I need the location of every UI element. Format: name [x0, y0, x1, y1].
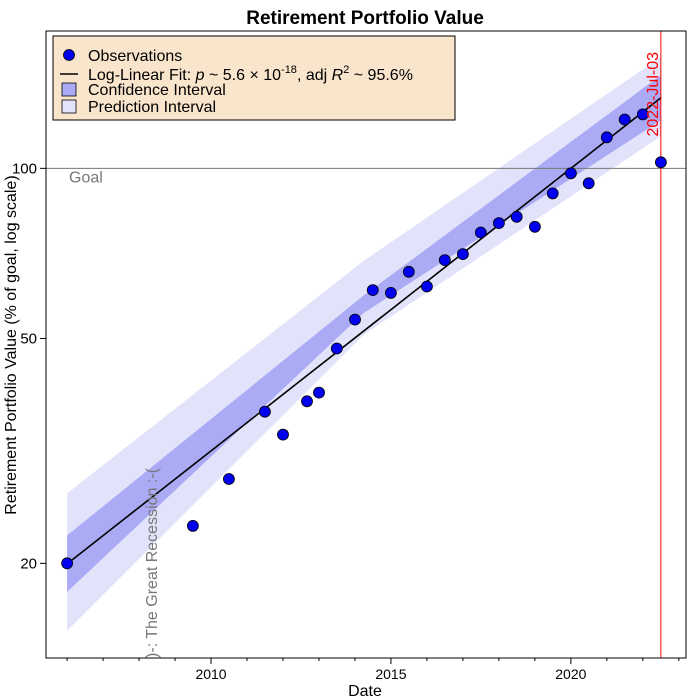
y-axis-label: Retirement Portfolio Value (% of goal, l… — [3, 175, 20, 514]
observation-point — [313, 386, 325, 399]
legend-fit-mid: ~ 5.6 × 10 — [205, 67, 282, 84]
legend-observations-marker — [63, 49, 75, 61]
observation-point — [529, 220, 541, 233]
legend-prediction-label: Prediction Interval — [88, 99, 216, 116]
legend-fit-adj: , adj — [297, 67, 332, 84]
today-label: 2022-Jul-03 — [645, 52, 662, 137]
observation-point — [366, 284, 379, 297]
observation-point — [330, 342, 343, 355]
observation-point — [186, 520, 199, 532]
observation-point — [420, 280, 433, 293]
chart-title: Retirement Portfolio Value — [246, 8, 484, 29]
goal-label: Goal — [69, 169, 103, 186]
observation-point — [384, 286, 397, 299]
legend-prediction-swatch — [61, 99, 77, 114]
observation-point — [222, 473, 235, 485]
observation-point — [349, 313, 361, 326]
observation-point — [655, 156, 667, 169]
y-tick-label: 20 — [20, 555, 37, 572]
observation-point — [258, 405, 271, 418]
observation-point — [438, 254, 451, 267]
confidence-interval-band — [67, 75, 661, 592]
observation-point — [492, 217, 505, 230]
x-tick-label: 2015 — [375, 666, 406, 682]
y-tick-label: 50 — [20, 330, 37, 347]
fit-line — [66, 97, 662, 565]
observation-point — [582, 177, 595, 190]
x-tick-label: 2010 — [195, 666, 226, 682]
legend-box — [52, 35, 456, 121]
observation-point — [546, 187, 559, 200]
legend: Observations Log-Linear Fit: p ~ 5.6 × 1… — [52, 35, 456, 121]
observation-point — [600, 131, 613, 144]
observation-point — [301, 395, 313, 408]
observation-point — [456, 248, 469, 261]
legend-fit-exponent: -18 — [281, 64, 297, 76]
recession-label: )-: The Great Recession :-( — [144, 467, 161, 658]
x-tick-label: 2020 — [555, 666, 586, 682]
observation-point — [510, 210, 523, 223]
legend-fit-p: p — [195, 67, 205, 84]
plot-frame — [45, 30, 687, 659]
legend-confidence-label: Confidence Interval — [88, 82, 226, 99]
observation-point — [402, 265, 415, 278]
legend-fit-prefix: Log-Linear Fit: — [88, 67, 196, 84]
observation-point — [61, 557, 73, 570]
observation-point — [618, 113, 631, 126]
observation-point — [277, 428, 289, 441]
y-tick-label: 100 — [12, 160, 37, 177]
observation-point — [565, 167, 577, 180]
observation-point — [474, 226, 487, 239]
legend-fit-tail: ~ 95.6% — [349, 67, 413, 84]
legend-confidence-swatch — [61, 82, 77, 97]
legend-fit-r: R — [332, 67, 344, 84]
legend-fit-r-exponent: 2 — [343, 64, 349, 76]
legend-fit-label: Log-Linear Fit: p ~ 5.6 × 10-18, adj R2 … — [88, 64, 413, 84]
observation-point — [636, 108, 649, 121]
legend-observations-label: Observations — [88, 48, 182, 65]
x-axis-label: Date — [348, 683, 382, 700]
